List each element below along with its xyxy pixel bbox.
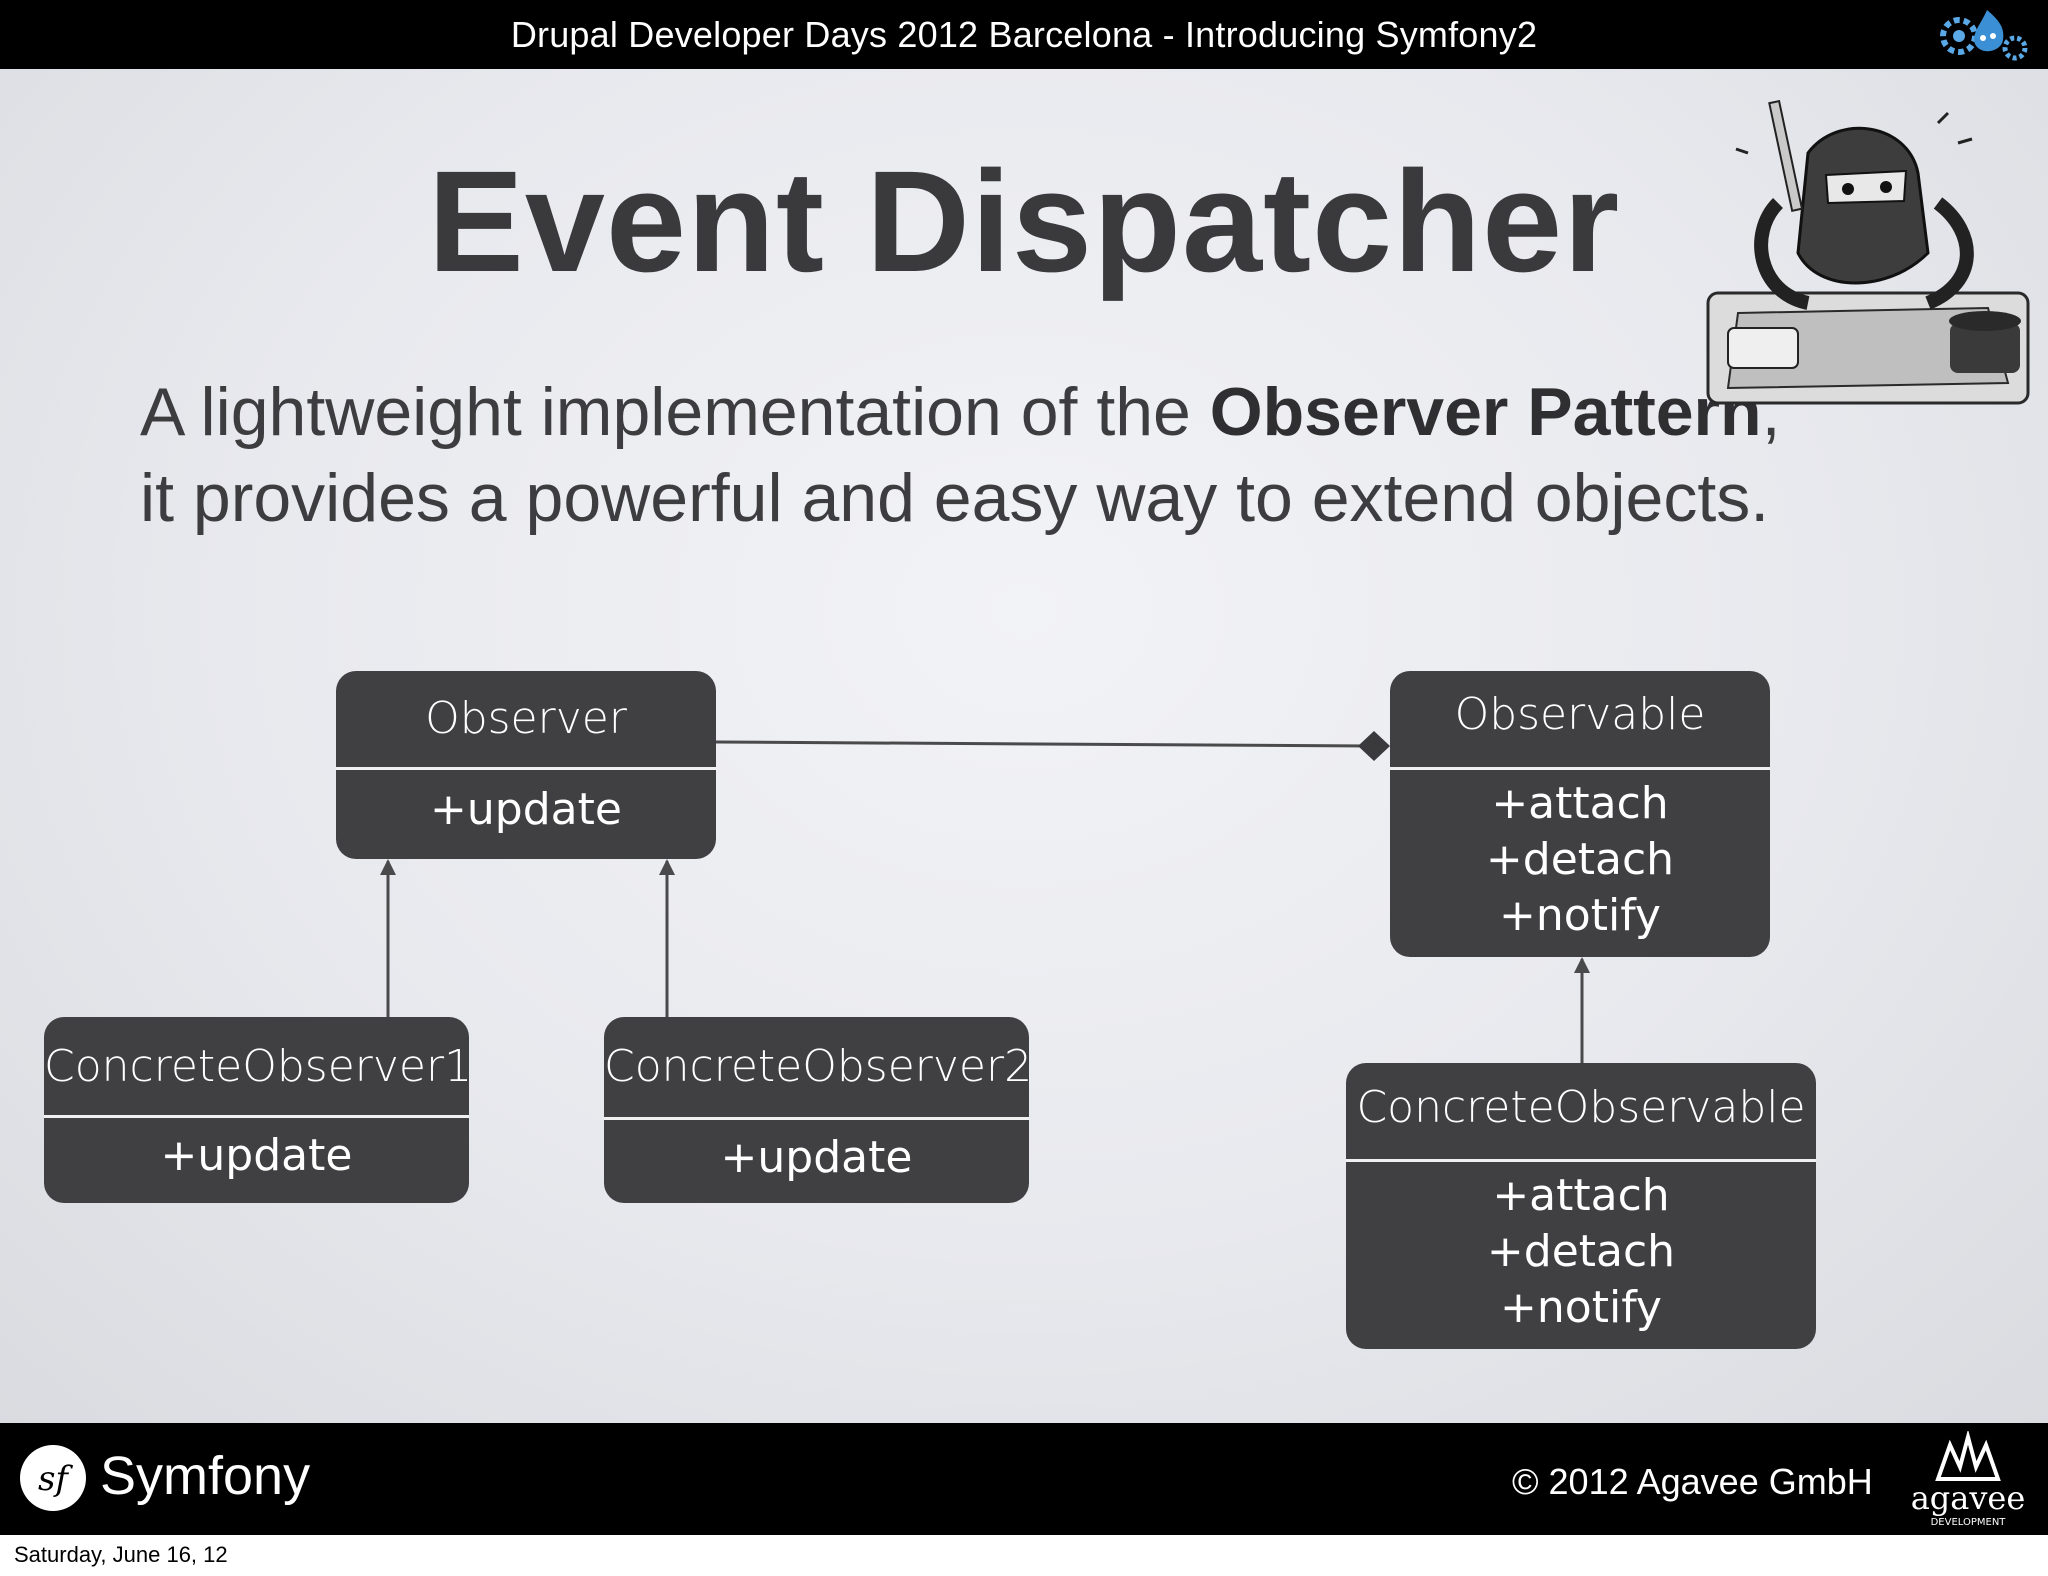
header-bar: Drupal Developer Days 2012 Barcelona - I… xyxy=(0,0,2048,69)
agavee-logo-subtext: DEVELOPMENT xyxy=(1931,1517,2007,1528)
slide-title: Event Dispatcher xyxy=(427,141,1621,302)
subtitle-text-1: A lightweight implementation of the xyxy=(140,374,1210,450)
uml-class-observer: Observer +update xyxy=(336,671,716,859)
symfony-sf-icon: sf xyxy=(20,1445,86,1511)
drupal-gear-icon xyxy=(1940,10,2028,61)
slide-canvas: Event Dispatcher A lightweight implement… xyxy=(0,69,2048,1423)
op-notify: +notify xyxy=(1499,890,1661,941)
arrowhead-1-icon xyxy=(380,859,396,875)
agavee-logo-icon: agavee DEVELOPMENT xyxy=(1911,1431,2026,1528)
agavee-logo-text: agavee xyxy=(1911,1479,2026,1517)
association-line xyxy=(715,740,1371,748)
slide-subtitle: A lightweight implementation of the Obse… xyxy=(140,369,1940,541)
op-update: +update xyxy=(160,1130,353,1181)
svg-text:sf: sf xyxy=(38,1459,73,1499)
op-attach: +attach xyxy=(1491,778,1669,829)
copyright-text: © 2012 Agavee GmbH xyxy=(1512,1461,1873,1502)
class-ops-concrete-observer-2: +update xyxy=(604,1120,1029,1186)
class-name-observable: Observable xyxy=(1390,671,1770,770)
uml-class-observable: Observable +attach +detach +notify xyxy=(1390,671,1770,957)
op-detach: +detach xyxy=(1486,1226,1676,1277)
op-detach: +detach xyxy=(1485,834,1675,885)
class-ops-concrete-observer-1: +update xyxy=(44,1118,469,1184)
uml-class-concrete-observable: ConcreteObservable +attach +detach +noti… xyxy=(1346,1063,1816,1349)
diagram-connectors xyxy=(380,731,1590,1063)
uml-class-concrete-observer-2: ConcreteObserver2 +update xyxy=(604,1017,1032,1203)
arrowhead-3-icon xyxy=(1574,957,1590,973)
class-name-concrete-observer-1: ConcreteObserver1 xyxy=(44,1017,472,1118)
presentation-title: Drupal Developer Days 2012 Barcelona - I… xyxy=(510,14,1538,55)
class-ops-observer: +update xyxy=(336,770,716,838)
subtitle-bold: Observer Pattern xyxy=(1209,374,1762,450)
op-update: +update xyxy=(430,784,622,835)
footer-bar: sf Symfony © 2012 Agavee GmbH agavee DEV… xyxy=(0,1423,2048,1535)
class-name-observer: Observer xyxy=(336,671,716,770)
op-notify: +notify xyxy=(1500,1282,1662,1333)
class-name-concrete-observable: ConcreteObservable xyxy=(1346,1063,1816,1162)
aggregation-diamond-icon xyxy=(1358,731,1390,761)
class-ops-concrete-observable: +attach +detach +notify xyxy=(1346,1162,1816,1336)
class-name-concrete-observer-2: ConcreteObserver2 xyxy=(604,1017,1032,1120)
op-update: +update xyxy=(720,1132,913,1183)
arrowhead-2-icon xyxy=(659,859,675,875)
class-ops-observable: +attach +detach +notify xyxy=(1390,770,1770,944)
symfony-brand-text: Symfony xyxy=(100,1446,311,1506)
uml-class-concrete-observer-1: ConcreteObserver1 +update xyxy=(44,1017,472,1203)
op-attach: +attach xyxy=(1492,1170,1670,1221)
dispatcher-illustration-icon xyxy=(1706,99,2030,405)
print-date: Saturday, June 16, 12 xyxy=(14,1542,228,1567)
subtitle-line-2: it provides a powerful and easy way to e… xyxy=(140,460,1770,536)
